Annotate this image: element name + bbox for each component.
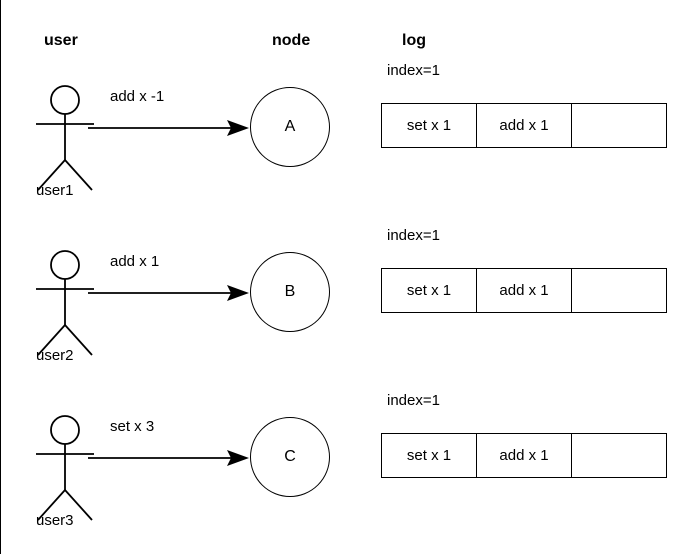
canvas-left-border bbox=[0, 0, 1, 554]
log-cell bbox=[572, 269, 666, 312]
actor-label: user1 bbox=[36, 182, 74, 199]
node-circle: C bbox=[250, 417, 330, 497]
node-label: B bbox=[284, 283, 296, 300]
diagram-row: user3 set x 3 C index=1 set x 1 add x 1 bbox=[0, 390, 691, 550]
log-table: set x 1 add x 1 bbox=[381, 268, 667, 313]
message-label: add x -1 bbox=[110, 88, 165, 105]
log-cell bbox=[572, 104, 666, 147]
log-index-label: index=1 bbox=[387, 227, 440, 244]
node-circle: A bbox=[250, 87, 330, 167]
column-header-log: log bbox=[402, 32, 426, 49]
log-cell: add x 1 bbox=[477, 434, 572, 477]
log-cell: set x 1 bbox=[382, 434, 477, 477]
diagram-row: user2 add x 1 B index=1 set x 1 add x 1 bbox=[0, 225, 691, 385]
node-circle: B bbox=[250, 252, 330, 332]
node-label: C bbox=[284, 448, 296, 465]
node-label: A bbox=[284, 118, 296, 135]
log-table: set x 1 add x 1 bbox=[381, 433, 667, 478]
log-cell: set x 1 bbox=[382, 269, 477, 312]
log-cell: add x 1 bbox=[477, 269, 572, 312]
log-table: set x 1 add x 1 bbox=[381, 103, 667, 148]
message-label: set x 3 bbox=[110, 418, 155, 435]
diagram-row: user1 add x -1 A index=1 set x 1 add x 1 bbox=[0, 60, 691, 220]
actor-label: user3 bbox=[36, 512, 74, 529]
stick-figure-icon bbox=[30, 72, 102, 202]
log-index-label: index=1 bbox=[387, 392, 440, 409]
log-cell: set x 1 bbox=[382, 104, 477, 147]
arrow-right-icon bbox=[86, 250, 251, 305]
message-label: add x 1 bbox=[110, 253, 160, 270]
log-index-label: index=1 bbox=[387, 62, 440, 79]
log-cell bbox=[572, 434, 666, 477]
column-header-user: user bbox=[44, 32, 78, 49]
stick-figure-icon bbox=[30, 237, 102, 367]
arrow-right-icon bbox=[86, 85, 251, 140]
arrow-right-icon bbox=[86, 415, 251, 470]
stick-figure-icon bbox=[30, 402, 102, 532]
column-header-node: node bbox=[272, 32, 311, 49]
actor-label: user2 bbox=[36, 347, 74, 364]
log-cell: add x 1 bbox=[477, 104, 572, 147]
